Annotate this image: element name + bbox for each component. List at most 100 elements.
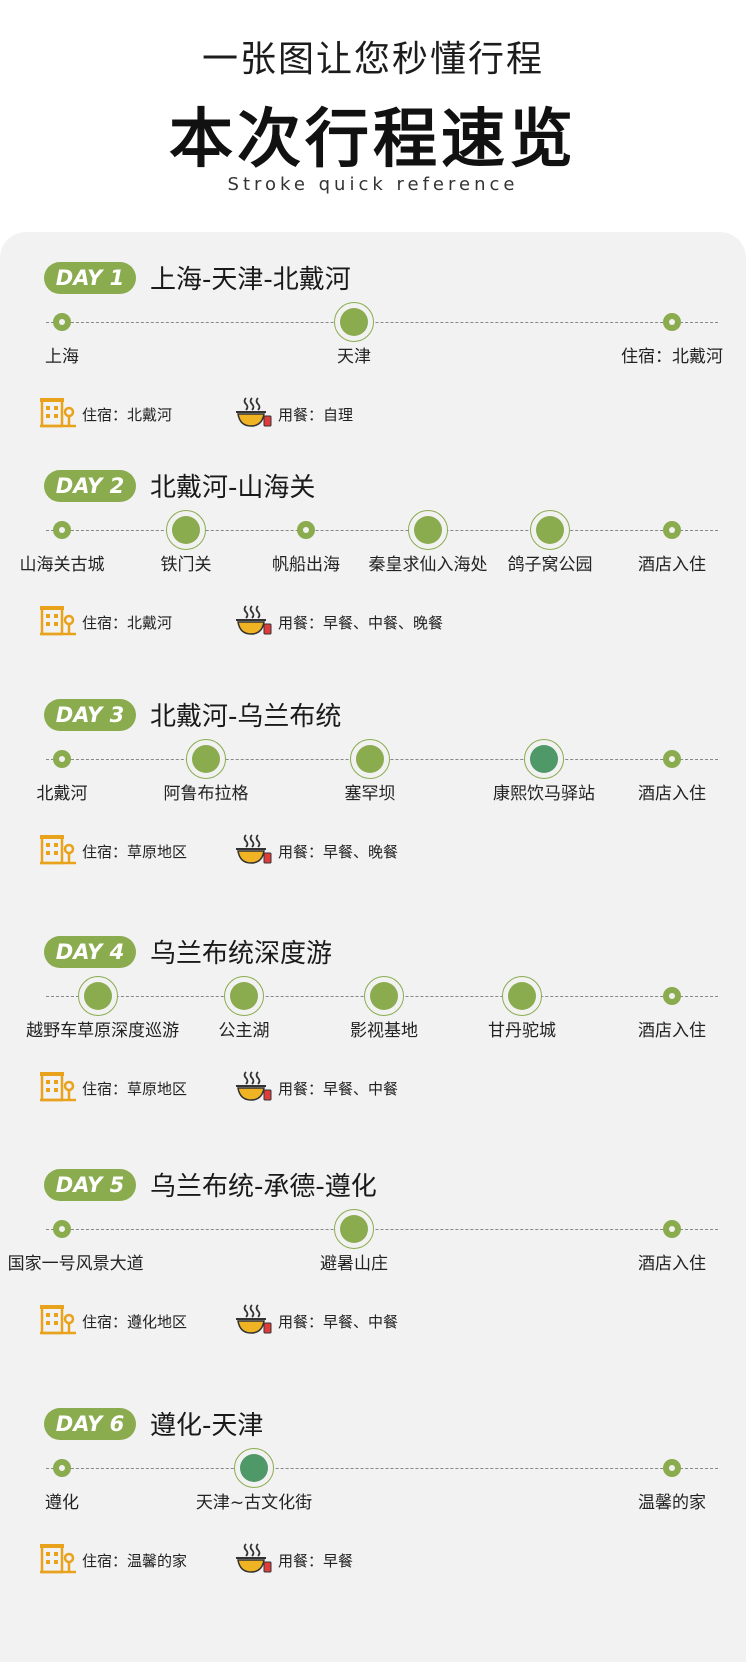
- stop-dot-icon: [340, 1215, 368, 1243]
- day-badge: DAY 3: [44, 699, 136, 731]
- day-badge: DAY 1: [44, 262, 136, 294]
- timeline-line: [46, 322, 718, 323]
- day-route-title: 北戴河-山海关: [150, 473, 316, 503]
- stop-dot-icon: [414, 516, 442, 544]
- stop-dot-icon: [230, 982, 258, 1010]
- stop-label: 上海: [45, 347, 79, 367]
- day-3: DAY 3 北戴河-乌兰布统 北戴河 阿鲁布拉格 塞罕坝 康熙饮马驿站 酒店入住: [0, 699, 746, 899]
- lodging-text: 住宿：遵化地区: [82, 1313, 188, 1331]
- day-badge: DAY 6: [44, 1408, 136, 1440]
- stop-label: 公主湖: [218, 1021, 270, 1041]
- food-bowl-icon: [236, 1071, 272, 1101]
- stop-label: 天津: [337, 347, 371, 367]
- food-bowl-icon: [236, 1304, 272, 1334]
- stop-label: 国家一号风景大道: [7, 1254, 144, 1274]
- stop-dot-icon: [192, 745, 220, 773]
- food-bowl-icon: [236, 1543, 272, 1573]
- stop-dot-icon: [53, 313, 71, 331]
- day-badge: DAY 4: [44, 936, 136, 968]
- stop-label: 遵化: [45, 1493, 79, 1513]
- stop-dot-icon: [663, 1220, 681, 1238]
- stop-dot-icon: [340, 308, 368, 336]
- hotel-building-icon: [40, 1544, 76, 1574]
- page-subtitle-en: Stroke quick reference: [227, 174, 519, 195]
- day-route-title: 上海-天津-北戴河: [150, 265, 351, 295]
- stop-label: 山海关古城: [19, 555, 105, 575]
- stop-dot-icon: [663, 521, 681, 539]
- stop-dot-icon: [530, 745, 558, 773]
- stop-label: 秦皇求仙入海处: [368, 555, 488, 575]
- stop-dot-icon: [172, 516, 200, 544]
- day-1: DAY 1 上海-天津-北戴河 上海 天津 住宿：北戴河: [0, 262, 746, 462]
- stop-dot-icon: [53, 521, 71, 539]
- stop-label: 北戴河: [36, 784, 88, 804]
- stop-dot-icon: [536, 516, 564, 544]
- meal-text: 用餐：早餐、中餐: [278, 1080, 399, 1098]
- meal-text: 用餐：早餐、中餐: [278, 1313, 399, 1331]
- stop-label: 甘丹驼城: [488, 1021, 556, 1041]
- stop-label: 酒店入住: [638, 1021, 706, 1041]
- stop-dot-icon: [663, 750, 681, 768]
- stop-dot-icon: [508, 982, 536, 1010]
- day-route-title: 乌兰布统深度游: [150, 939, 333, 969]
- stop-label: 铁门关: [160, 555, 212, 575]
- stop-label: 酒店入住: [638, 784, 706, 804]
- stop-dot-icon: [297, 521, 315, 539]
- stop-dot-icon: [53, 1459, 71, 1477]
- stop-label: 塞罕坝: [344, 784, 396, 804]
- stop-dot-icon: [370, 982, 398, 1010]
- day-route-title: 遵化-天津: [150, 1411, 264, 1441]
- lodging-text: 住宿：草原地区: [82, 1080, 188, 1098]
- stop-label: 酒店入住: [638, 1254, 706, 1274]
- meal-text: 用餐：自理: [278, 406, 354, 424]
- stop-label: 酒店入住: [638, 555, 706, 575]
- meal-text: 用餐：早餐: [278, 1552, 354, 1570]
- hotel-building-icon: [40, 1305, 76, 1335]
- stop-label: 越野车草原深度巡游: [26, 1021, 180, 1041]
- stop-dot-icon: [240, 1454, 268, 1482]
- stop-label: 鸽子窝公园: [507, 555, 593, 575]
- stop-label: 帆船出海: [272, 555, 340, 575]
- stop-dot-icon: [356, 745, 384, 773]
- day-5: DAY 5 乌兰布统-承德-遵化 国家一号风景大道 避暑山庄 酒店入住: [0, 1169, 746, 1369]
- day-6: DAY 6 遵化-天津 遵化 天津~古文化街 温馨的家: [0, 1408, 746, 1608]
- hotel-building-icon: [40, 835, 76, 865]
- day-2: DAY 2 北戴河-山海关 山海关古城 铁门关 帆船出海 秦皇求仙入海处 鸽子窝…: [0, 470, 746, 670]
- hotel-building-icon: [40, 606, 76, 636]
- itinerary-panel: DAY 1 上海-天津-北戴河 上海 天津 住宿：北戴河: [0, 232, 746, 1662]
- lodging-text: 住宿：草原地区: [82, 843, 188, 861]
- stop-dot-icon: [663, 1459, 681, 1477]
- food-bowl-icon: [236, 397, 272, 427]
- stop-dot-icon: [53, 1220, 71, 1238]
- stop-label: 天津~古文化街: [195, 1493, 313, 1513]
- page-subtitle: 一张图让您秒懂行程: [201, 39, 544, 80]
- meal-text: 用餐：早餐、中餐、晚餐: [278, 614, 444, 632]
- stop-label: 影视基地: [350, 1021, 418, 1041]
- stop-dot-icon: [53, 750, 71, 768]
- timeline-line: [46, 1468, 718, 1469]
- day-4: DAY 4 乌兰布统深度游 越野车草原深度巡游 公主湖 影视基地 甘丹驼城 酒店…: [0, 936, 746, 1136]
- food-bowl-icon: [236, 605, 272, 635]
- hotel-building-icon: [40, 1072, 76, 1102]
- timeline-line: [46, 1229, 718, 1230]
- day-route-title: 乌兰布统-承德-遵化: [150, 1172, 377, 1202]
- food-bowl-icon: [236, 834, 272, 864]
- stop-label: 温馨的家: [638, 1493, 706, 1513]
- stop-label: 阿鲁布拉格: [163, 784, 249, 804]
- stop-dot-icon: [663, 987, 681, 1005]
- timeline-line: [46, 530, 718, 531]
- day-route-title: 北戴河-乌兰布统: [150, 702, 342, 732]
- hotel-building-icon: [40, 398, 76, 428]
- stop-label: 避暑山庄: [320, 1254, 388, 1274]
- header: 一张图让您秒懂行程 本次行程速览 Stroke quick reference: [0, 0, 746, 232]
- page-title: 本次行程速览: [169, 103, 577, 177]
- stop-label: 康熙饮马驿站: [493, 784, 595, 804]
- meal-text: 用餐：早餐、晚餐: [278, 843, 399, 861]
- lodging-text: 住宿：北戴河: [82, 406, 173, 424]
- stop-dot-icon: [663, 313, 681, 331]
- stop-dot-icon: [84, 982, 112, 1010]
- lodging-text: 住宿：北戴河: [82, 614, 173, 632]
- stop-label: 住宿：北戴河: [621, 347, 723, 367]
- day-badge: DAY 5: [44, 1169, 136, 1201]
- day-badge: DAY 2: [44, 470, 136, 502]
